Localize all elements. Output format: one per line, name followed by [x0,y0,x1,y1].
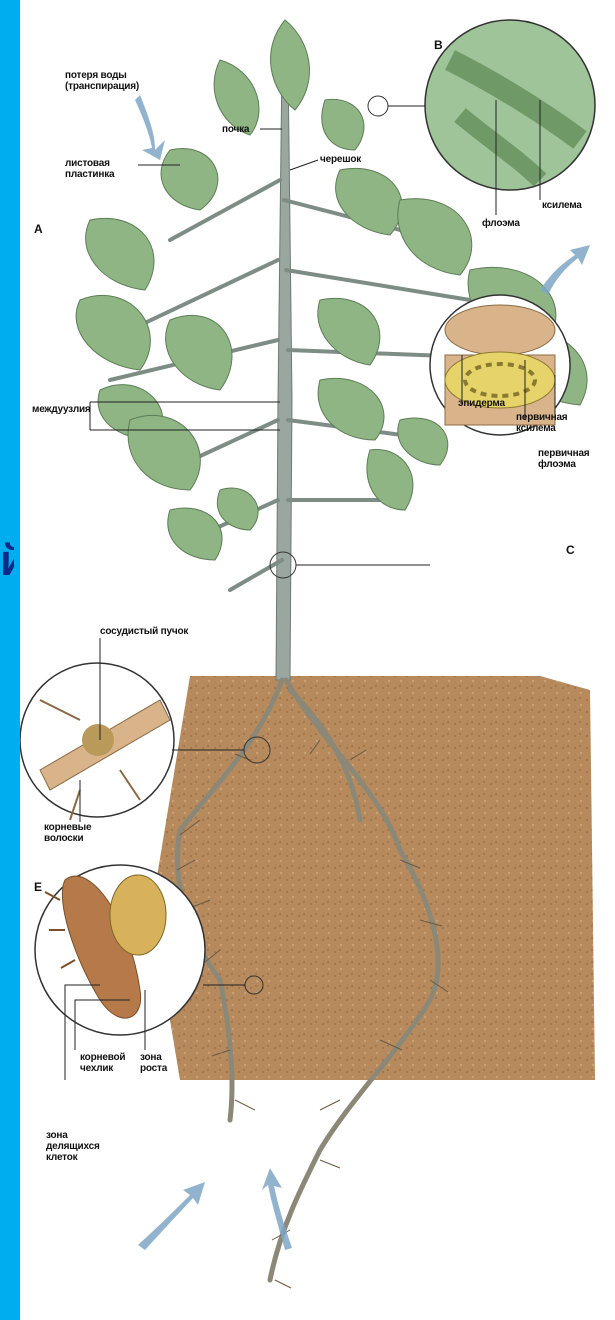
label-panel-c: C [566,545,574,556]
left-edge-glyph: й [0,538,14,584]
label-phloem: флоэма [482,218,520,229]
label-dividing-zone: зона делящихся клеток [46,1130,100,1163]
plant-illustration [20,0,615,1320]
main-stem [276,60,292,680]
label-root-hairs: корневые волоски [44,822,91,844]
callout-circle-b [425,20,595,190]
callout-circle-d [20,663,174,820]
diagram-panel: потеря воды (транспирация) почка черешок… [20,0,615,1320]
label-primary-xylem: первичная ксилема [516,412,567,434]
label-bud: почка [222,124,249,135]
label-epidermis: эпидерма [458,398,505,409]
label-transpiration: потеря воды (транспирация) [65,70,139,92]
label-leaf-blade: листовая пластинка [65,158,114,180]
label-panel-b: B [434,40,442,51]
label-panel-e: E [34,882,42,893]
label-petiole: черешок [320,154,361,165]
label-xylem: ксилема [542,200,582,211]
label-growth-zone: зона роста [140,1052,167,1074]
label-vascular-bundle: сосудистый пучок [100,626,188,637]
label-primary-phloem: первичная флоэма [538,448,589,470]
label-internode: междуузлия [32,404,91,415]
label-panel-a: A [34,224,42,235]
label-root-cap: корневой чехлик [80,1052,125,1074]
callout-circle-e [35,865,205,1035]
soil-block [140,676,595,1080]
